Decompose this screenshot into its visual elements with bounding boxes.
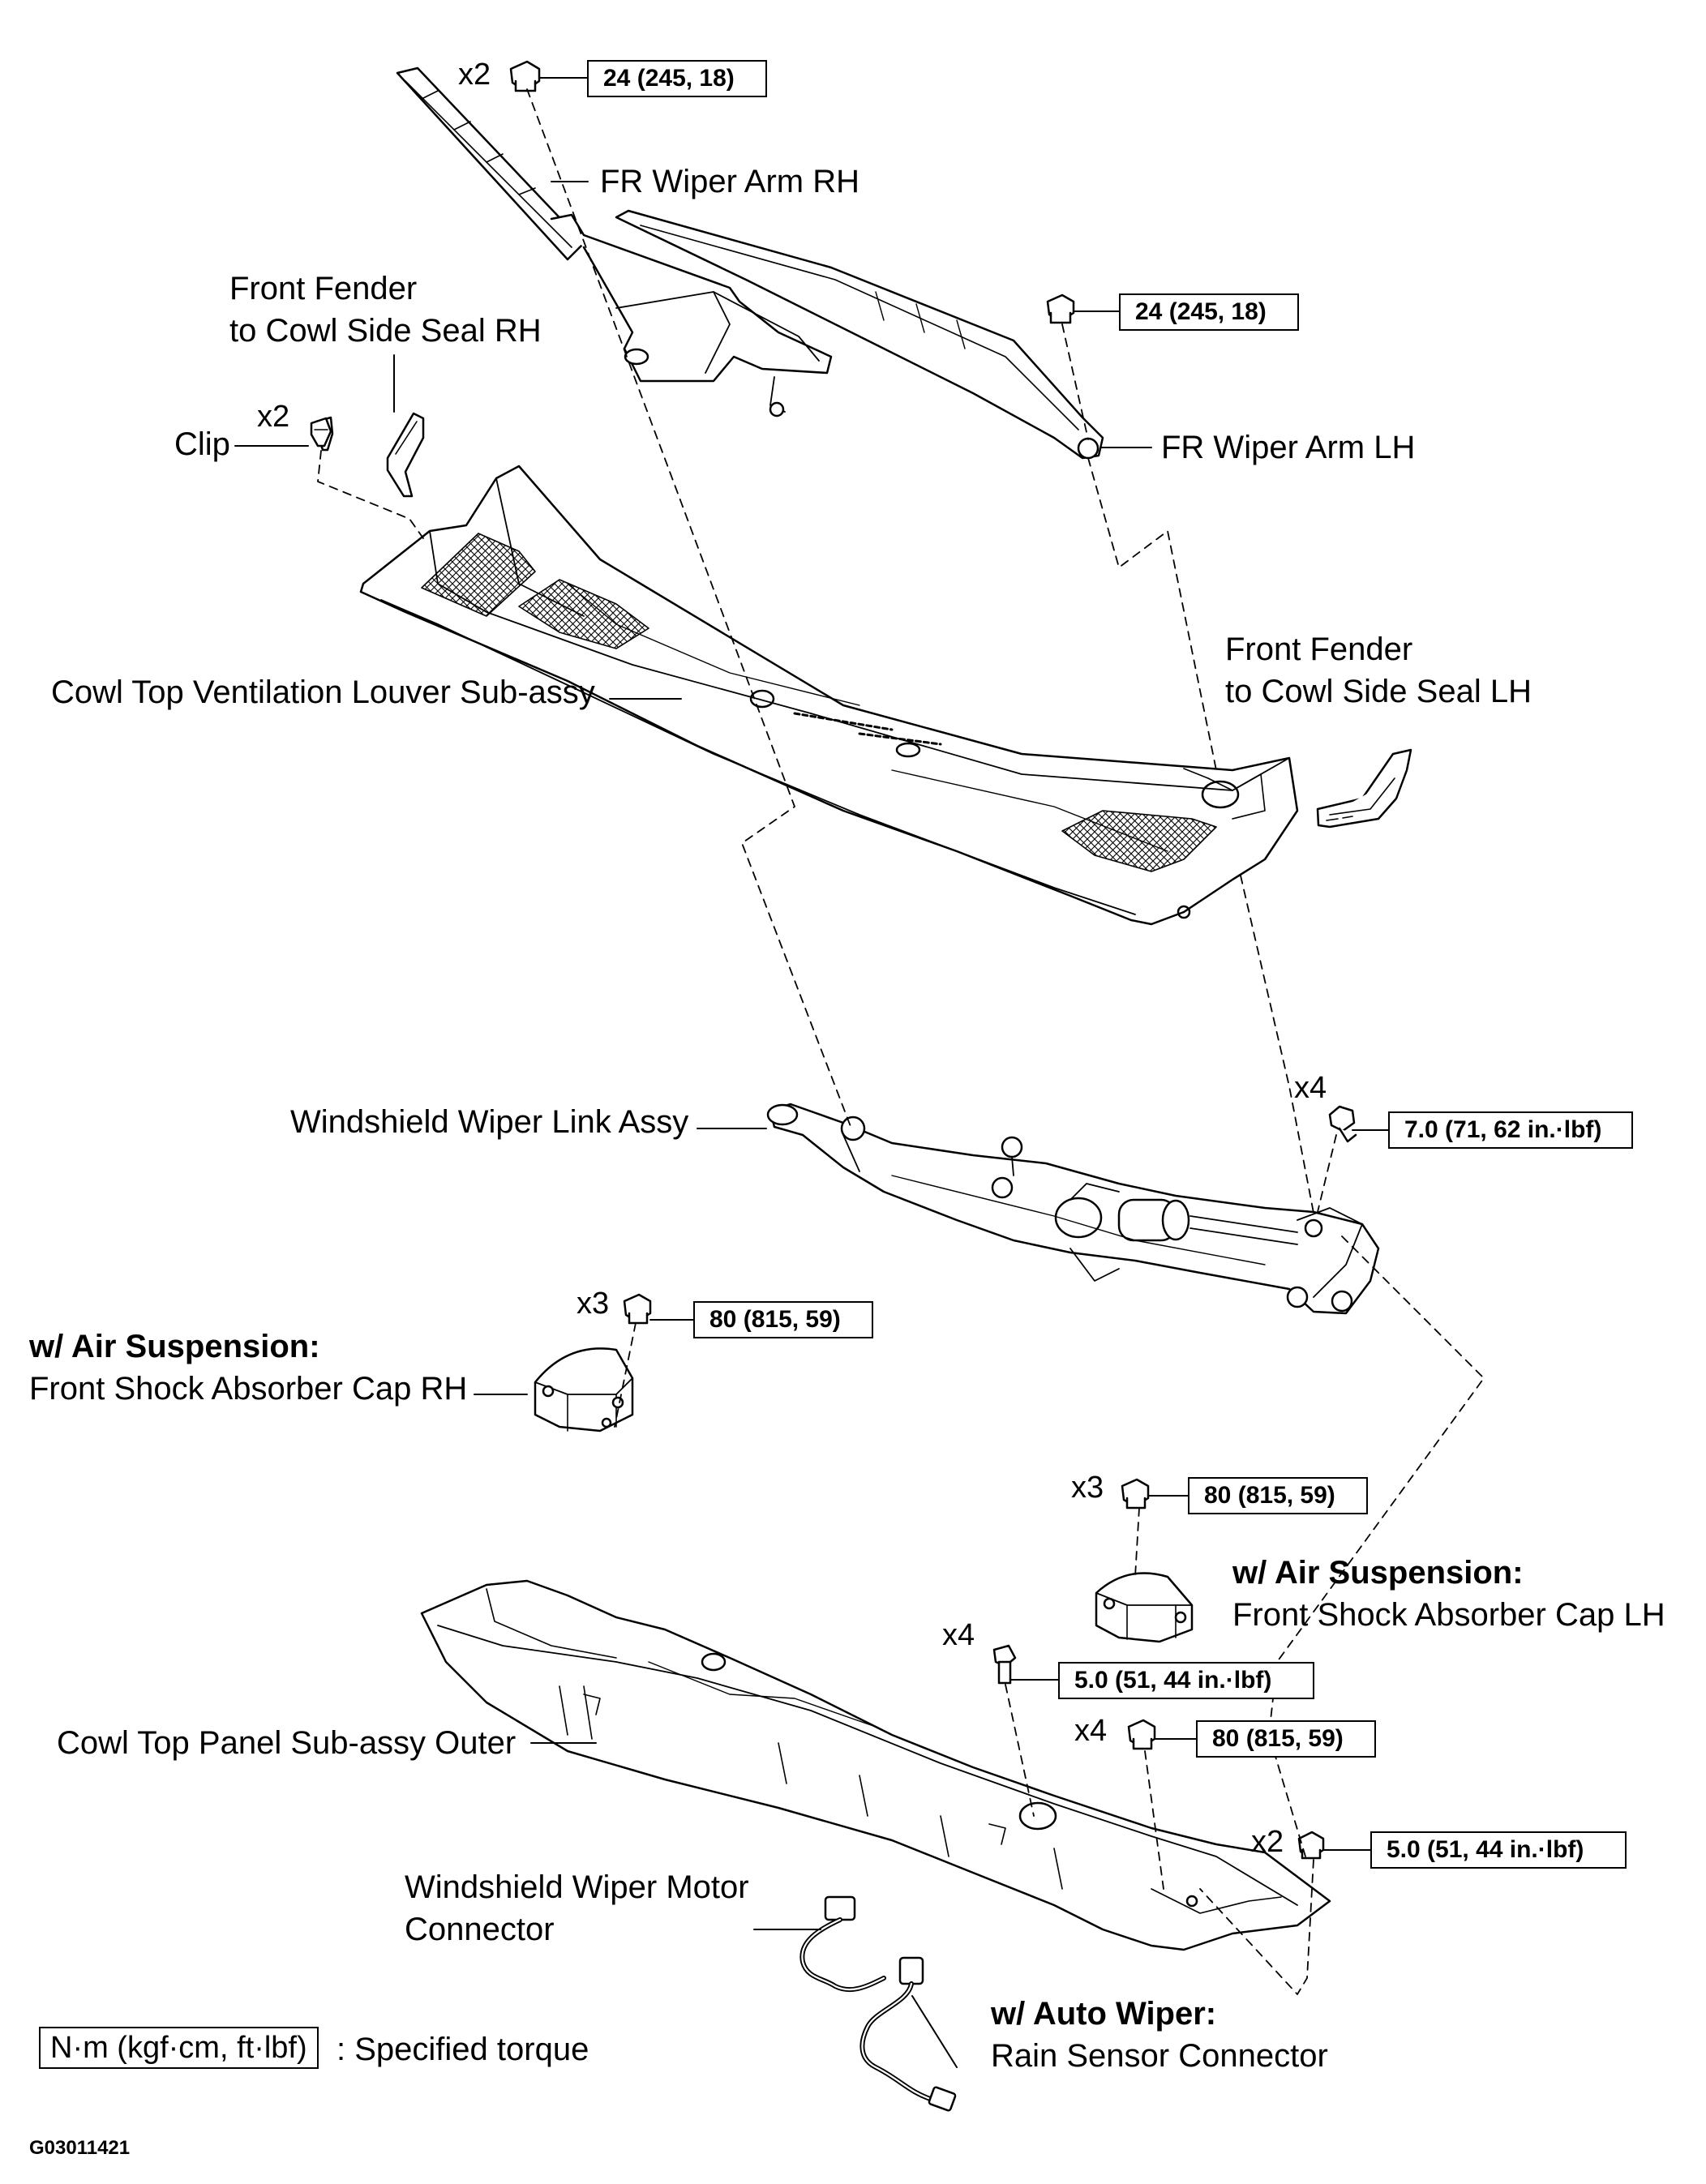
- label-motor-connector-line2: Connector: [405, 1912, 555, 1947]
- legend-torque-units: N·m (kgf·cm, ft·lbf): [39, 2027, 319, 2069]
- torque-wiper-arm-lh: 24 (245, 18): [1119, 293, 1299, 331]
- torque-link-assy: 7.0 (71, 62 in.·lbf): [1388, 1111, 1633, 1149]
- fender-seal-lh-part: [1316, 748, 1412, 829]
- torque-panel-nut-2: 5.0 (51, 44 in.·lbf): [1370, 1831, 1627, 1869]
- nut-icons: [315, 60, 1357, 1860]
- shock-cap-lh-part: [1095, 1572, 1194, 1643]
- label-air-suspension-lh: w/ Air Suspension:: [1232, 1555, 1524, 1591]
- label-shock-cap-lh: Front Shock Absorber Cap LH: [1232, 1597, 1665, 1633]
- label-air-suspension-rh: w/ Air Suspension:: [29, 1329, 320, 1364]
- figure-code: G03011421: [29, 2137, 131, 2159]
- cowl-panel-part: [420, 1579, 1331, 1951]
- qty-wiper-arm-rh-nut: x2: [458, 58, 491, 92]
- fender-seal-rh-part: [386, 412, 425, 498]
- qty-cap-rh-nut: x3: [577, 1287, 610, 1321]
- label-cowl-panel: Cowl Top Panel Sub-assy Outer: [57, 1725, 517, 1761]
- cowl-louver-part: [359, 465, 1299, 926]
- qty-panel-bolt: x4: [942, 1618, 975, 1652]
- label-motor-connector-line1: Windshield Wiper Motor: [405, 1869, 749, 1905]
- qty-panel-nut-2: x2: [1251, 1825, 1284, 1859]
- label-clip: Clip: [174, 426, 230, 462]
- label-cowl-louver: Cowl Top Ventilation Louver Sub-assy: [51, 674, 595, 710]
- label-wiper-link: Windshield Wiper Link Assy: [290, 1104, 689, 1140]
- label-leaders: [234, 181, 1152, 2068]
- torque-cap-rh: 80 (815, 59): [693, 1301, 873, 1338]
- legend-description: : Specified torque: [336, 2032, 589, 2067]
- torque-panel-bolt: 5.0 (51, 44 in.·lbf): [1058, 1662, 1314, 1699]
- label-fender-seal-lh-line1: Front Fender: [1225, 632, 1413, 667]
- torque-cap-lh: 80 (815, 59): [1188, 1477, 1368, 1514]
- qty-link-bolt: x4: [1294, 1071, 1327, 1105]
- torque-leader-lines: [538, 77, 1389, 1851]
- wiper-link-part: [766, 1103, 1380, 1315]
- label-fender-seal-rh-line2: to Cowl Side Seal RH: [229, 313, 542, 349]
- torque-wiper-arm-rh: 24 (245, 18): [587, 60, 767, 97]
- qty-panel-nut: x4: [1074, 1714, 1108, 1748]
- fr-wiper-arm-lh-part: [615, 209, 1104, 460]
- clip-part: [310, 417, 332, 448]
- label-fr-wiper-arm-lh: FR Wiper Arm LH: [1161, 430, 1416, 465]
- qty-cap-lh-nut: x3: [1071, 1471, 1104, 1505]
- label-shock-cap-rh: Front Shock Absorber Cap RH: [29, 1371, 468, 1407]
- label-fender-seal-rh-line1: Front Fender: [229, 271, 418, 306]
- label-fender-seal-lh-line2: to Cowl Side Seal LH: [1225, 674, 1532, 709]
- qty-clip: x2: [257, 400, 290, 434]
- wiper-motor-connector-part: [799, 1895, 957, 2112]
- shock-cap-rh-part: [534, 1347, 634, 1432]
- torque-panel-nut: 80 (815, 59): [1196, 1720, 1376, 1758]
- fr-wiper-arm-rh-part: [396, 66, 833, 418]
- label-rain-sensor-connector: Rain Sensor Connector: [991, 2038, 1328, 2074]
- label-auto-wiper: w/ Auto Wiper:: [991, 1996, 1217, 2032]
- assembly-dashed-lines: [317, 88, 1485, 1995]
- label-fr-wiper-arm-rh: FR Wiper Arm RH: [600, 164, 859, 199]
